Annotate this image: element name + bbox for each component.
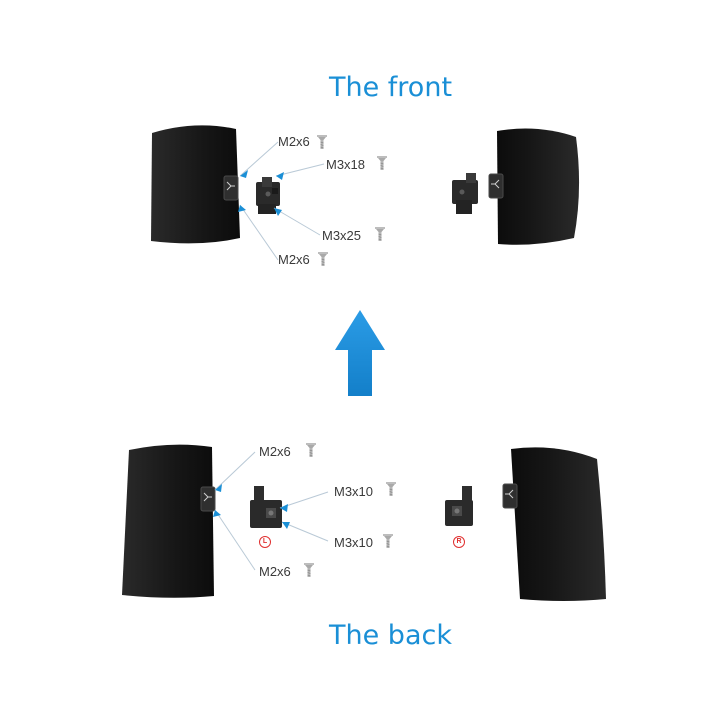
front-left-bracket [256,177,280,214]
front-leader-lines [239,141,325,261]
front-right-pad [488,128,580,245]
heading-back: The back [329,620,452,651]
back-screw-label-upper: M3x10 [334,484,374,499]
screw-icon [374,226,386,242]
screw-icon [305,442,317,458]
back-right-bracket [445,486,473,526]
front-leader-pointers [238,170,284,216]
front-screw-label-lower: M3x25 [322,228,362,243]
back-left-bracket [250,486,282,528]
screw-icon [317,251,329,267]
screw-icon [303,562,315,578]
heading-front: The front [329,72,453,103]
back-left-pad [122,444,216,598]
back-leader-pointers [213,484,290,529]
back-screw-label-lower: M3x10 [334,535,374,550]
front-left-pad [151,125,240,244]
front-right-bracket [452,173,478,214]
screw-icon [376,155,388,171]
front-screw-label-bottom: M2x6 [278,252,310,267]
screw-icon [385,481,397,497]
back-right-pad [502,447,606,601]
back-screw-label-bottom: M2x6 [259,564,291,579]
screw-icon [316,134,328,150]
screw-icon [382,533,394,549]
right-side-badge: R [453,536,465,548]
back-leader-lines [214,451,329,571]
back-screw-label-top: M2x6 [259,444,291,459]
front-screw-label-upper: M3x18 [326,157,366,172]
left-side-badge: L [259,536,271,548]
arrow-up-icon [335,310,385,396]
front-screw-label-top: M2x6 [278,134,310,149]
